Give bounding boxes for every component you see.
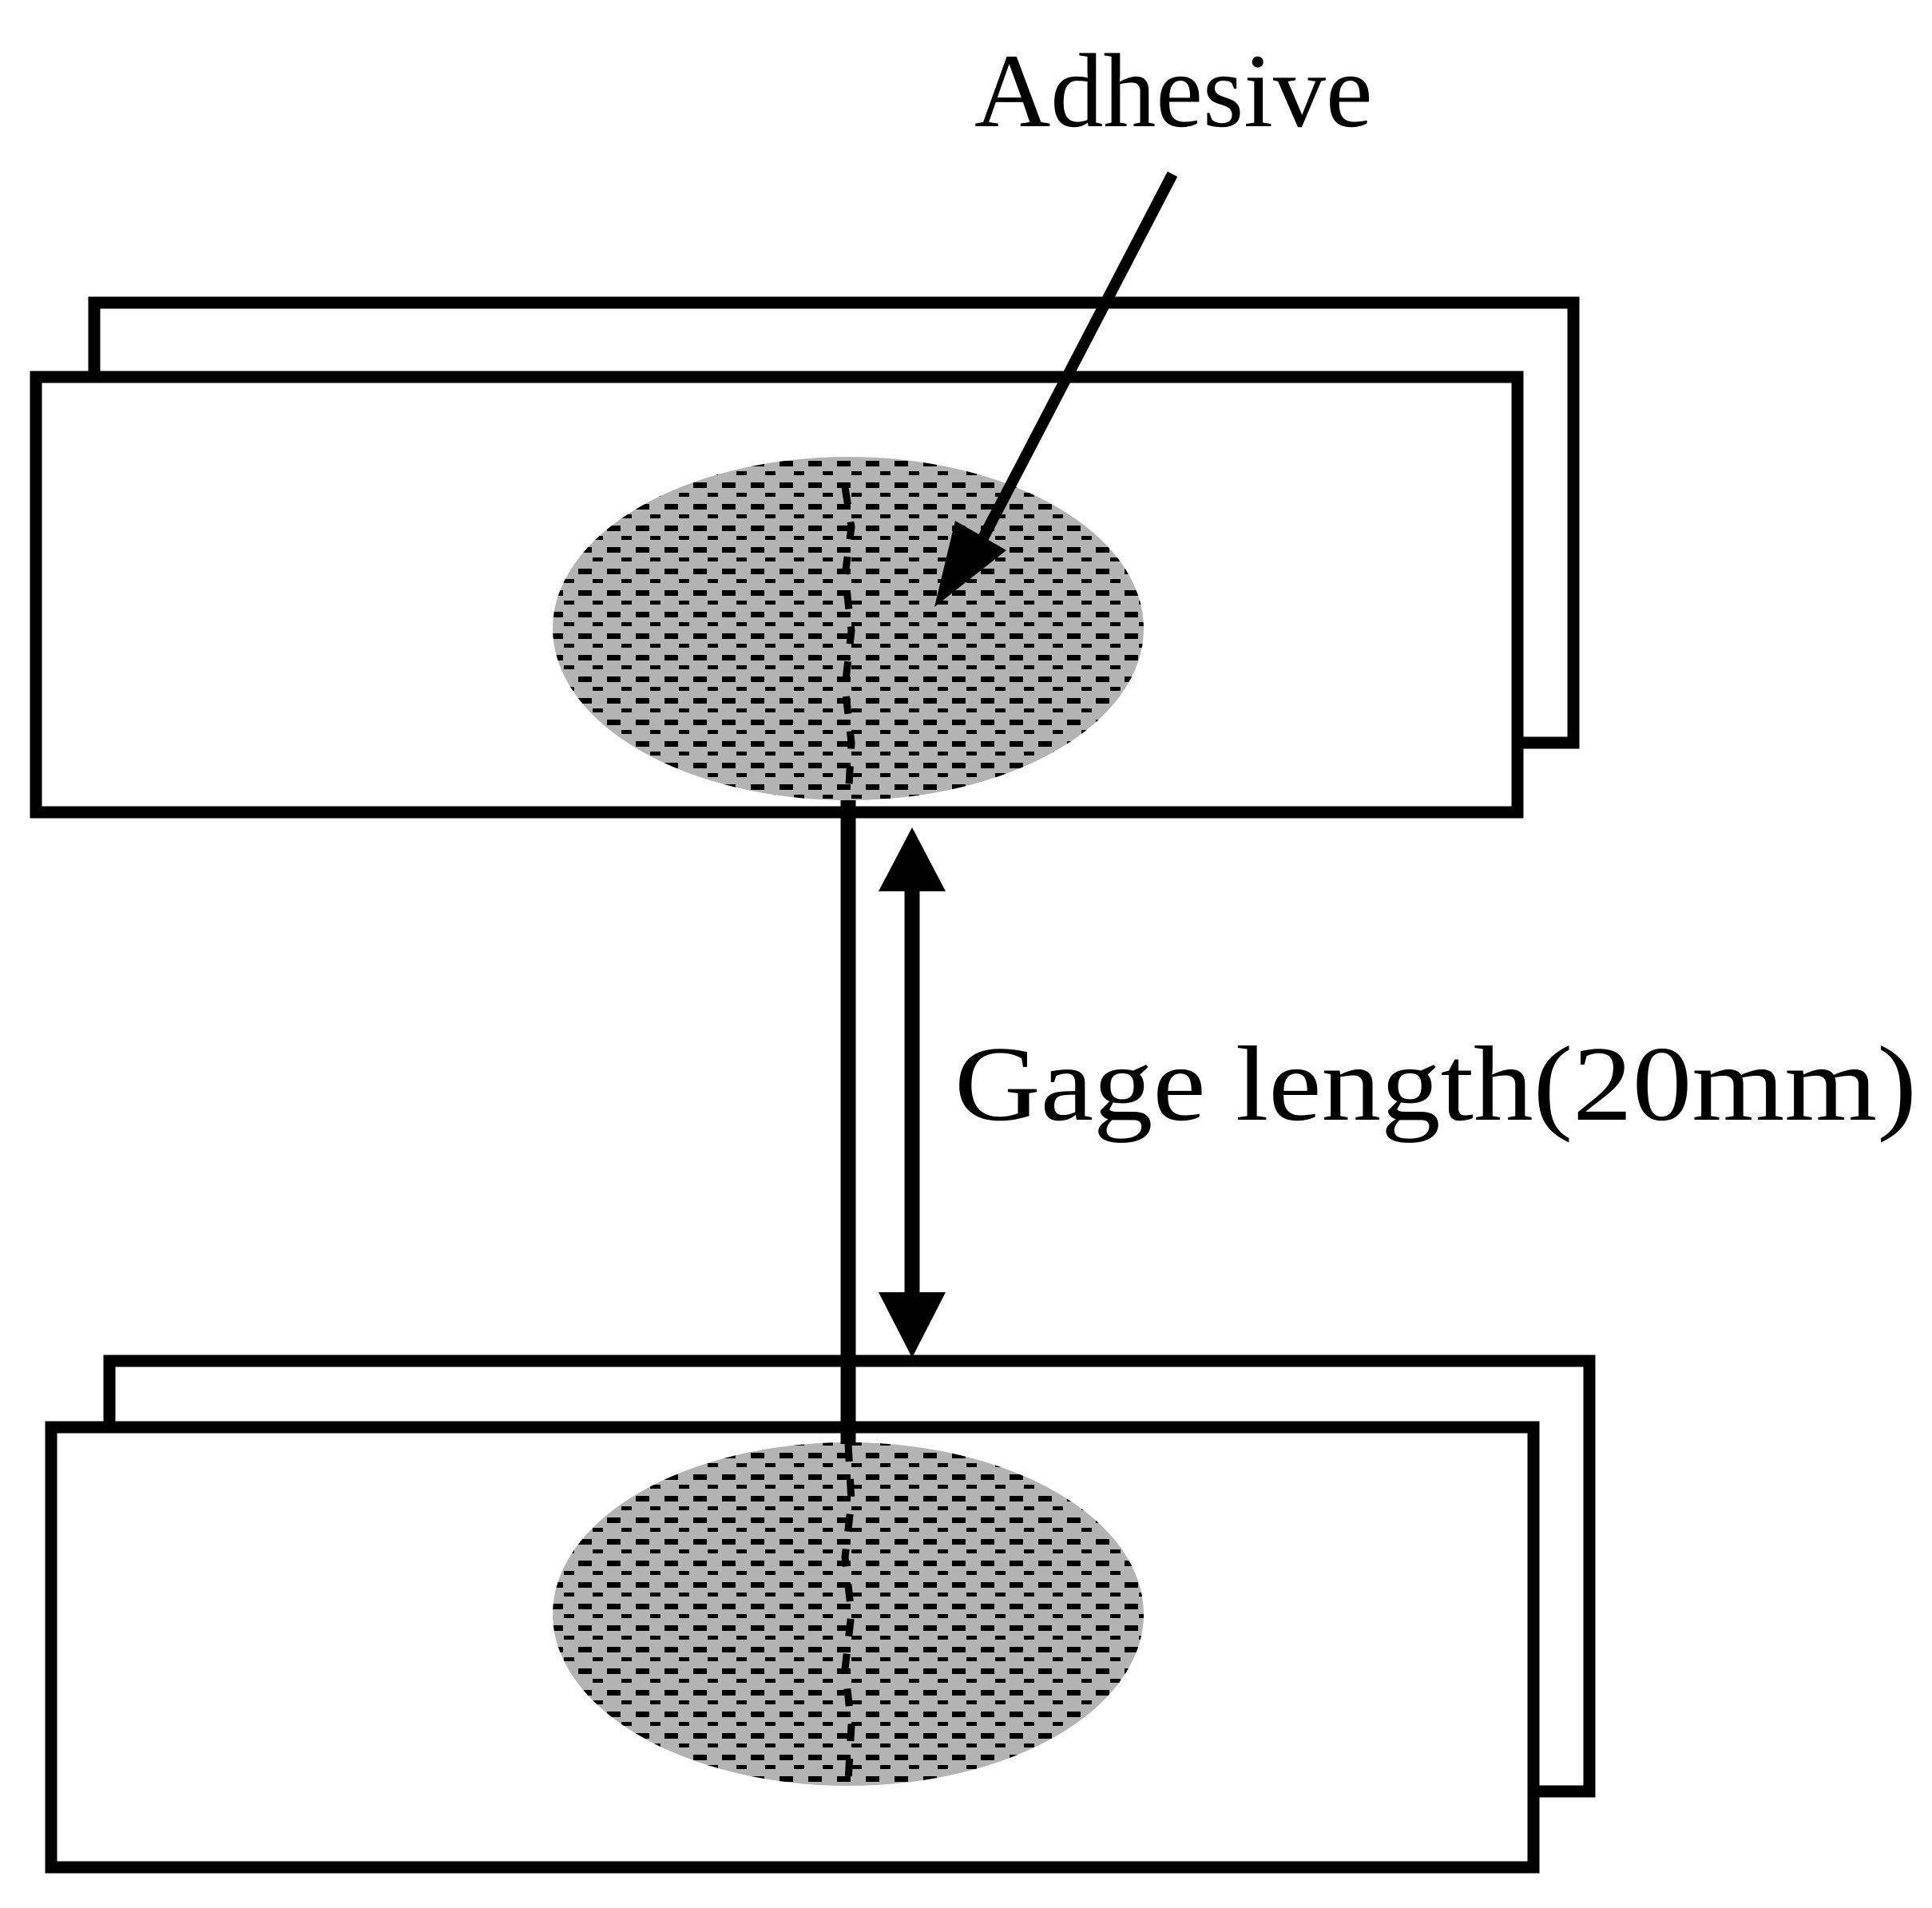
adhesive-pointer-arrow bbox=[934, 171, 1178, 607]
adhesive-label: Adhesive bbox=[974, 32, 1373, 149]
adhesive-pointer-arrowhead bbox=[934, 521, 1006, 607]
lower-tab-assembly bbox=[45, 1355, 1596, 1874]
upper-tab-assembly bbox=[30, 296, 1580, 819]
gage-length-label: Gage length(20mm) bbox=[954, 1025, 1917, 1143]
lower-adhesive-spot bbox=[553, 1442, 1144, 1786]
gage-length-arrow bbox=[879, 827, 946, 1358]
fiber-in-upper-adhesive bbox=[841, 486, 855, 799]
gage-length-arrowhead-top bbox=[879, 827, 946, 891]
fiber-in-lower-adhesive bbox=[841, 1443, 855, 1782]
gage-length-arrowhead-bottom bbox=[879, 1292, 946, 1358]
fiber-specimen bbox=[840, 486, 856, 1782]
adhesive-pointer-shaft bbox=[973, 171, 1178, 550]
